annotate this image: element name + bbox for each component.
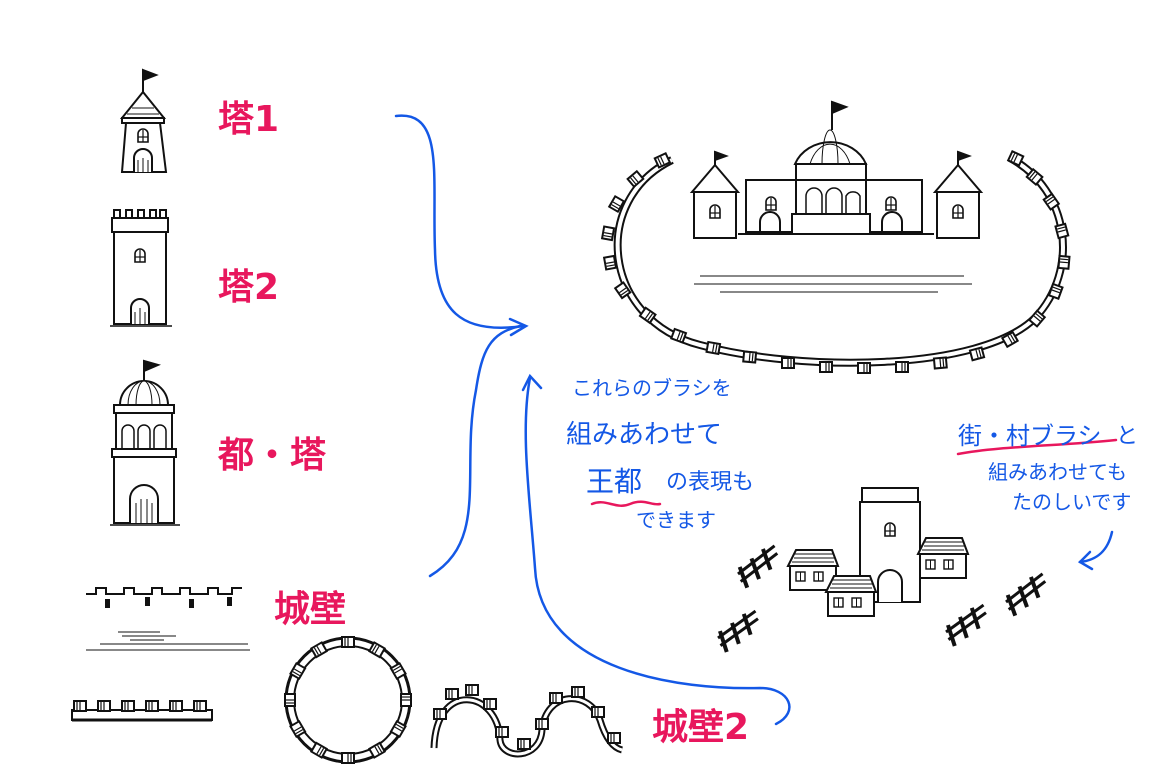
tower-with-flag-icon [119,68,168,173]
town-note-line1: と [1116,424,1139,449]
domed-tower-icon [110,359,180,526]
label-tower1: 塔1 [218,99,280,140]
straight-wall-icon [86,587,250,651]
capital-note-line4: できます [636,508,716,532]
town-note-line3: たのしいです [1012,490,1132,514]
town-note-line2: 組みあわせても [988,460,1127,484]
capital-note-word: 王都 [586,465,643,498]
capital-note-line1: これらのブラシを [572,376,732,400]
arrow-to-village [1077,530,1114,571]
walled-capital-icon [601,100,1071,374]
label-capital-tower: 都・塔 [218,435,327,476]
wavy-wall-icon [430,684,624,758]
circular-wall-icon [284,636,412,764]
label-tower2: 塔2 [218,267,280,308]
capital-emphasis-underline [590,500,662,507]
town-emphasis-underline [956,438,1118,456]
square-keep-tower-icon [110,209,172,327]
capital-note-line2: 組みあわせて [566,420,723,450]
town-note-emphasis: 街・村ブラシ [958,422,1102,450]
capital-note-line3: の表現も [666,470,755,495]
straight-wall-icon [71,700,213,722]
label-castle-wall2: 城壁2 [652,707,750,748]
arrow-to-capital [394,114,529,578]
arrow-from-wall2 [521,373,791,726]
label-castle-wall: 城壁 [274,589,347,630]
village-icon [711,487,1055,656]
